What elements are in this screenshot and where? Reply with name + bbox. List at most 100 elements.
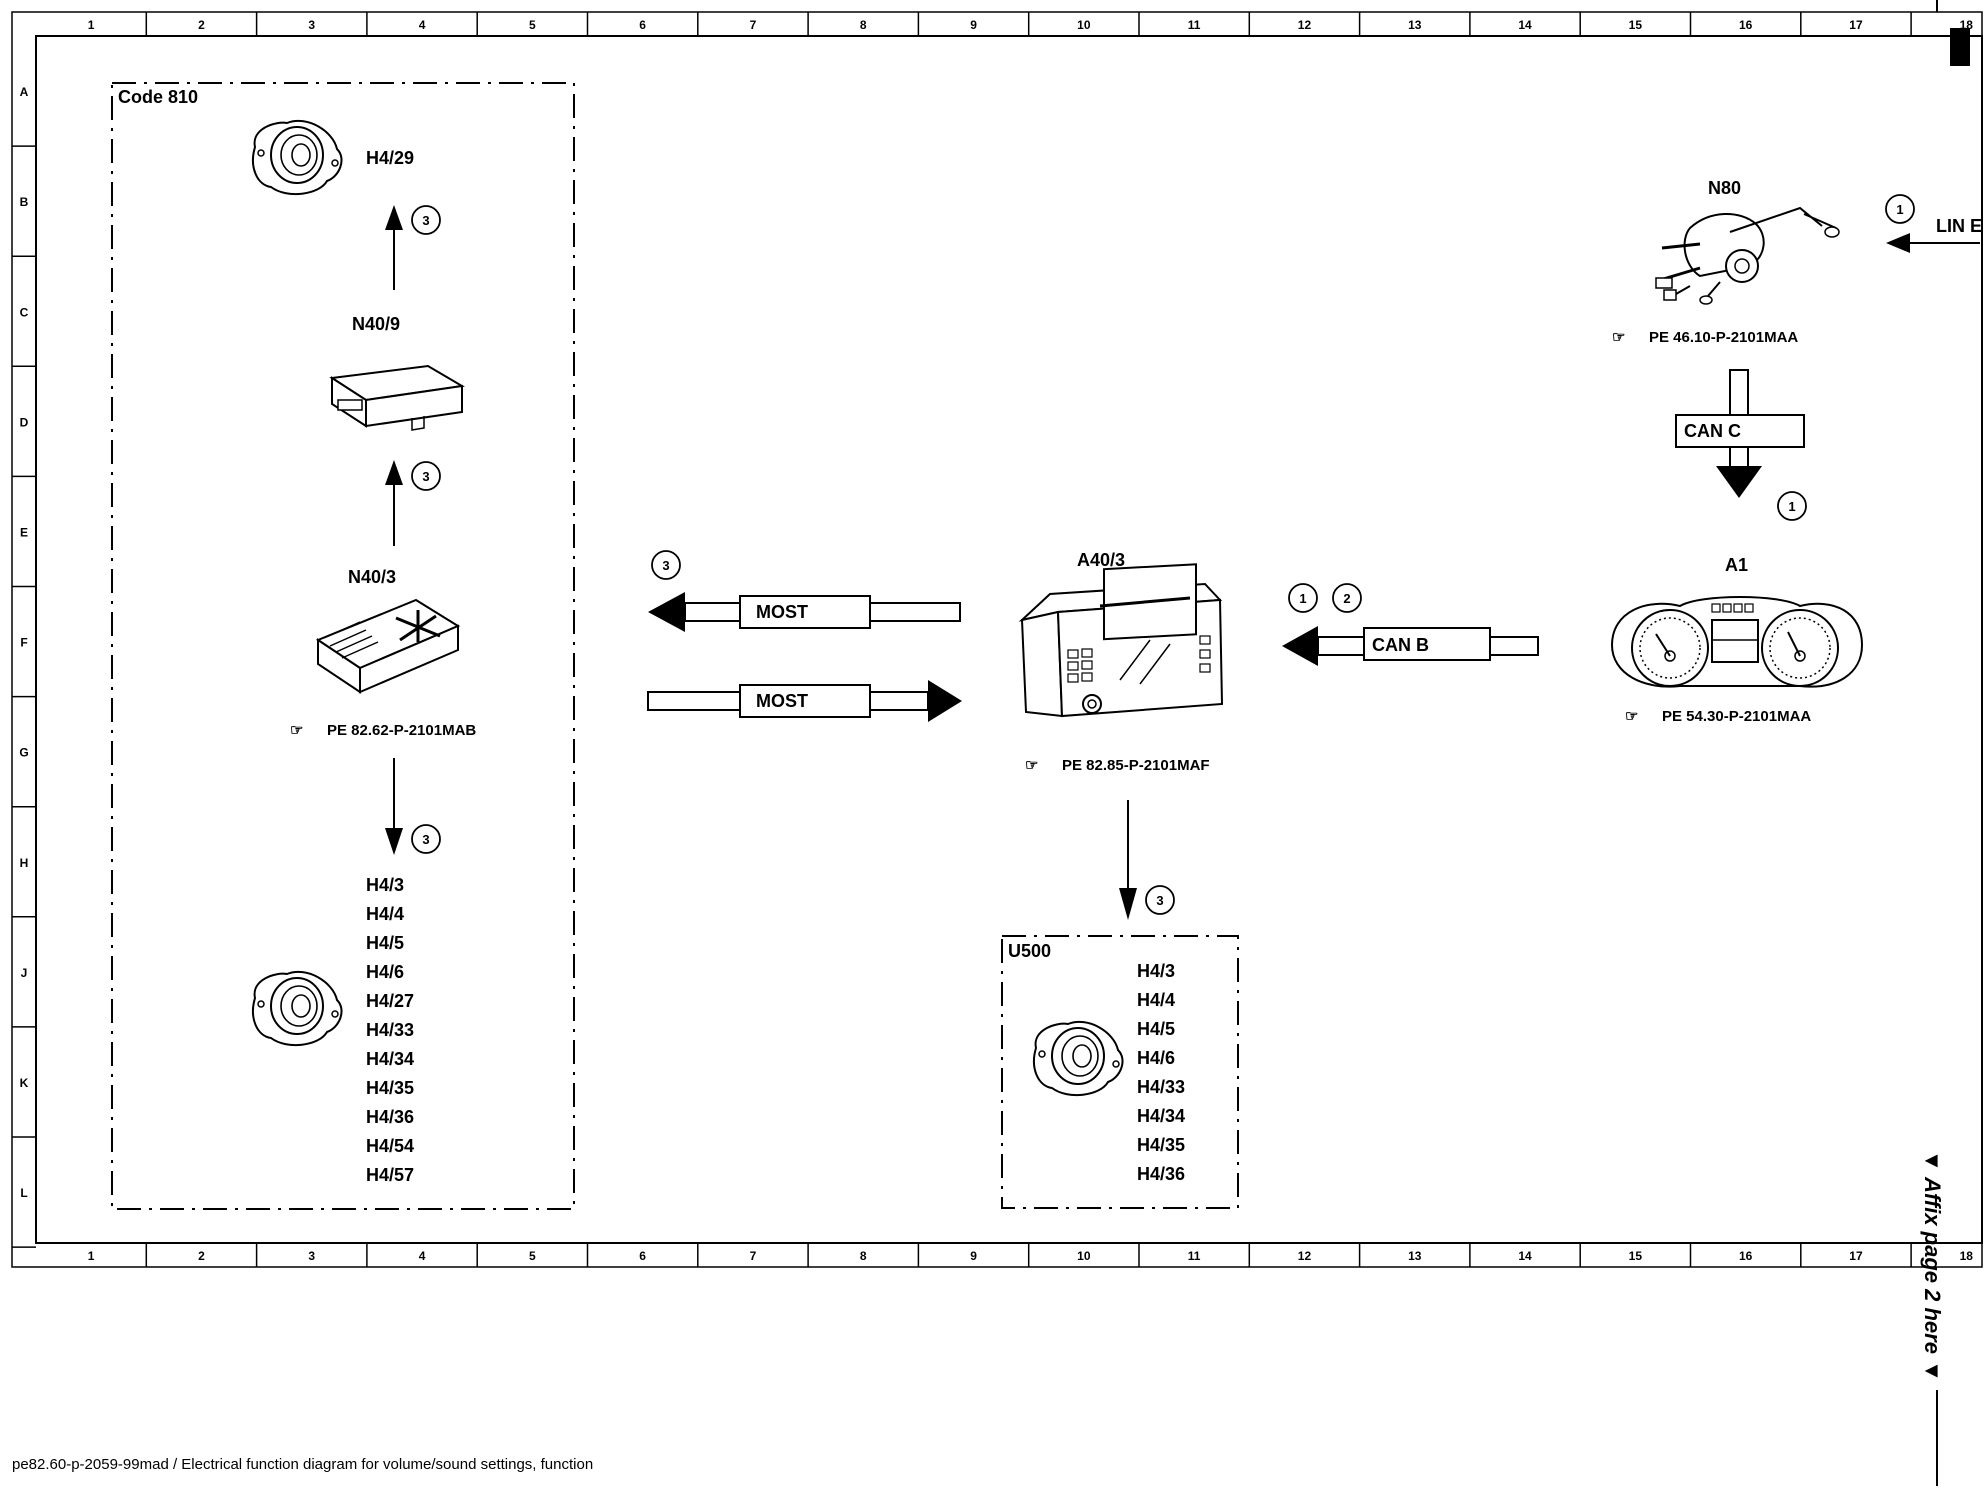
- svg-text:2: 2: [1343, 591, 1350, 606]
- speaker-label: H4/33: [1137, 1077, 1185, 1097]
- column-number: 10: [1077, 18, 1091, 32]
- column-number: 5: [529, 18, 536, 32]
- row-letter: B: [20, 195, 29, 209]
- column-number: 14: [1518, 18, 1532, 32]
- h4-29-label: H4/29: [366, 148, 414, 168]
- column-number: 11: [1188, 1249, 1201, 1263]
- speaker-label: H4/33: [366, 1020, 414, 1040]
- arrow-to-n40-9-head: [385, 460, 403, 485]
- marker-3: 3: [411, 205, 441, 235]
- n40-3-ref: ☞ PE 82.62-P-2101MAB: [290, 722, 476, 739]
- can-c-label: CAN C: [1684, 421, 1741, 441]
- row-letter: K: [20, 1076, 29, 1090]
- column-number: 16: [1739, 18, 1753, 32]
- svg-text:PE 54.30-P-2101MAA: PE 54.30-P-2101MAA: [1662, 708, 1811, 725]
- marker-1: 1: [1288, 583, 1318, 613]
- code810-group-border: [111, 82, 575, 1210]
- speaker-label: H4/36: [366, 1107, 414, 1127]
- n40-9-label: N40/9: [352, 314, 400, 334]
- speaker-label: H4/27: [366, 991, 414, 1011]
- column-number: 3: [308, 1249, 315, 1263]
- a40-3-head-unit-icon: [1018, 563, 1224, 718]
- speaker-label: H4/4: [1137, 990, 1175, 1010]
- column-number: 7: [750, 1249, 757, 1263]
- a1-ref: ☞ PE 54.30-P-2101MAA: [1625, 708, 1811, 725]
- speaker-label: H4/57: [366, 1165, 414, 1185]
- speaker-label: H4/5: [366, 933, 404, 953]
- column-number: 2: [198, 1249, 205, 1263]
- most-label: MOST: [756, 691, 808, 711]
- a40-3-ref: ☞ PE 82.85-P-2101MAF: [1025, 757, 1210, 774]
- row-letter: F: [20, 636, 27, 650]
- marker-3: 3: [651, 550, 681, 580]
- speaker-h4-29-icon: [251, 119, 343, 196]
- affix-page-note: ▼ Affix page 2 here ▼: [1920, 1150, 1945, 1382]
- column-number: 4: [419, 18, 426, 32]
- svg-text:3: 3: [422, 832, 429, 847]
- speaker-label: H4/3: [1137, 961, 1175, 981]
- speaker-label: H4/4: [366, 904, 404, 924]
- u500-group-border: [1001, 935, 1239, 1209]
- column-number: 8: [860, 1249, 867, 1263]
- most-label: MOST: [756, 602, 808, 622]
- svg-text:1: 1: [1896, 202, 1903, 217]
- column-number: 10: [1077, 1249, 1091, 1263]
- svg-text:PE 82.62-P-2101MAB: PE 82.62-P-2101MAB: [327, 722, 476, 739]
- column-number: 1: [88, 18, 95, 32]
- speaker-label: H4/54: [366, 1136, 414, 1156]
- svg-text:PE 46.10-P-2101MAA: PE 46.10-P-2101MAA: [1649, 329, 1798, 346]
- column-number: 18: [1960, 1249, 1974, 1263]
- most-bus-in: MOST: [647, 680, 962, 722]
- n80-label: N80: [1708, 178, 1741, 198]
- svg-text:☞: ☞: [1625, 708, 1638, 725]
- column-number: 12: [1298, 18, 1312, 32]
- row-letter: E: [20, 525, 28, 539]
- row-letter: A: [20, 85, 29, 99]
- column-number: 2: [198, 18, 205, 32]
- row-letter: D: [20, 415, 29, 429]
- can-c-bus: CAN C: [1675, 369, 1805, 498]
- column-number: 18: [1960, 18, 1974, 32]
- u500-label: U500: [1008, 941, 1051, 961]
- row-letter: L: [20, 1186, 27, 1200]
- lin-label: LIN E: [1936, 216, 1982, 236]
- row-letter: C: [20, 305, 29, 319]
- column-number: 6: [639, 1249, 646, 1263]
- marker-3: 3: [1145, 885, 1175, 915]
- speaker-group-left-icon: [251, 970, 343, 1047]
- svg-text:3: 3: [422, 469, 429, 484]
- column-number: 9: [970, 1249, 977, 1263]
- a1-label: A1: [1725, 555, 1748, 575]
- row-letter: G: [19, 746, 28, 760]
- column-number: 4: [419, 1249, 426, 1263]
- column-number: 16: [1739, 1249, 1753, 1263]
- svg-text:☞: ☞: [290, 722, 303, 739]
- a1-instrument-cluster-icon: [1610, 596, 1864, 688]
- column-number: 8: [860, 18, 867, 32]
- speaker-label: H4/34: [1137, 1106, 1185, 1126]
- svg-text:1: 1: [1788, 499, 1795, 514]
- column-number: 15: [1629, 1249, 1643, 1263]
- row-letter: J: [21, 966, 28, 980]
- column-number: 7: [750, 18, 757, 32]
- speaker-list-left: H4/3H4/4H4/5H4/6H4/27H4/33H4/34H4/35H4/3…: [366, 875, 414, 1185]
- svg-text:3: 3: [1156, 893, 1163, 908]
- speaker-label: H4/3: [366, 875, 404, 895]
- code810-label: Code 810: [118, 87, 198, 107]
- svg-text:3: 3: [662, 558, 669, 573]
- column-number: 17: [1849, 18, 1863, 32]
- can-b-bus: CAN B: [1282, 626, 1539, 666]
- marker-3: 3: [411, 461, 441, 491]
- svg-text:☞: ☞: [1612, 329, 1625, 346]
- svg-text:1: 1: [1299, 591, 1306, 606]
- speaker-label: H4/35: [366, 1078, 414, 1098]
- most-bus-out: MOST: [648, 592, 961, 632]
- n80-steering-switch-icon: [1655, 206, 1840, 305]
- svg-text:3: 3: [422, 213, 429, 228]
- drawing-frame: [11, 0, 1983, 1486]
- marker-1: 1: [1885, 194, 1915, 224]
